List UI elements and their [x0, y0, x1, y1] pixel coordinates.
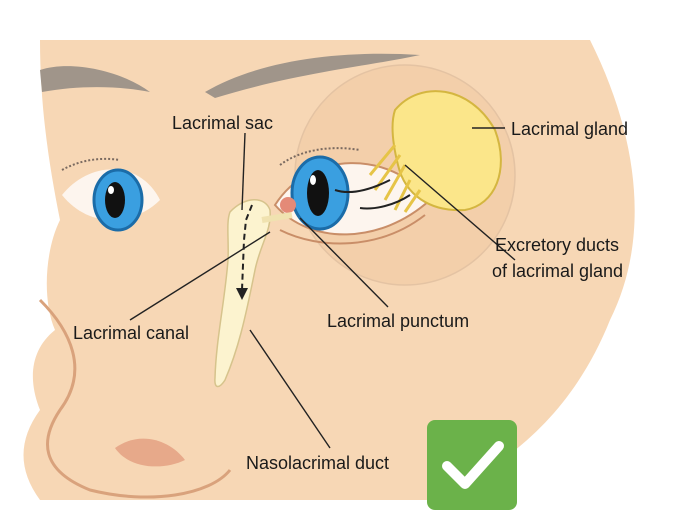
drainage-arrow — [241, 204, 253, 291]
label-lacrimal-sac: Lacrimal sac — [172, 113, 274, 133]
right-eye — [273, 147, 432, 245]
label-nasolacrimal-duct: Nasolacrimal duct — [246, 453, 390, 473]
leader-lines — [129, 127, 516, 449]
left-eye — [61, 157, 160, 232]
lacrimal-canal — [261, 212, 293, 223]
tear-flow-arrow — [334, 179, 391, 193]
label-lacrimal-gland: Lacrimal gland — [511, 119, 629, 139]
check-badge — [427, 420, 517, 510]
label-excretory-ducts-line2: of lacrimal gland — [492, 261, 624, 281]
label-excretory-ducts-line1: Excretory ducts — [495, 235, 620, 255]
label-lacrimal-punctum: Lacrimal punctum — [327, 311, 470, 331]
label-lacrimal-canal: Lacrimal canal — [73, 323, 190, 343]
right-eyebrow — [205, 53, 420, 98]
nostril — [115, 438, 185, 467]
checkmark-icon — [442, 441, 504, 489]
tear-flow-arrow — [359, 194, 411, 210]
left-eyebrow — [40, 66, 150, 92]
nose-outline — [38, 298, 232, 499]
